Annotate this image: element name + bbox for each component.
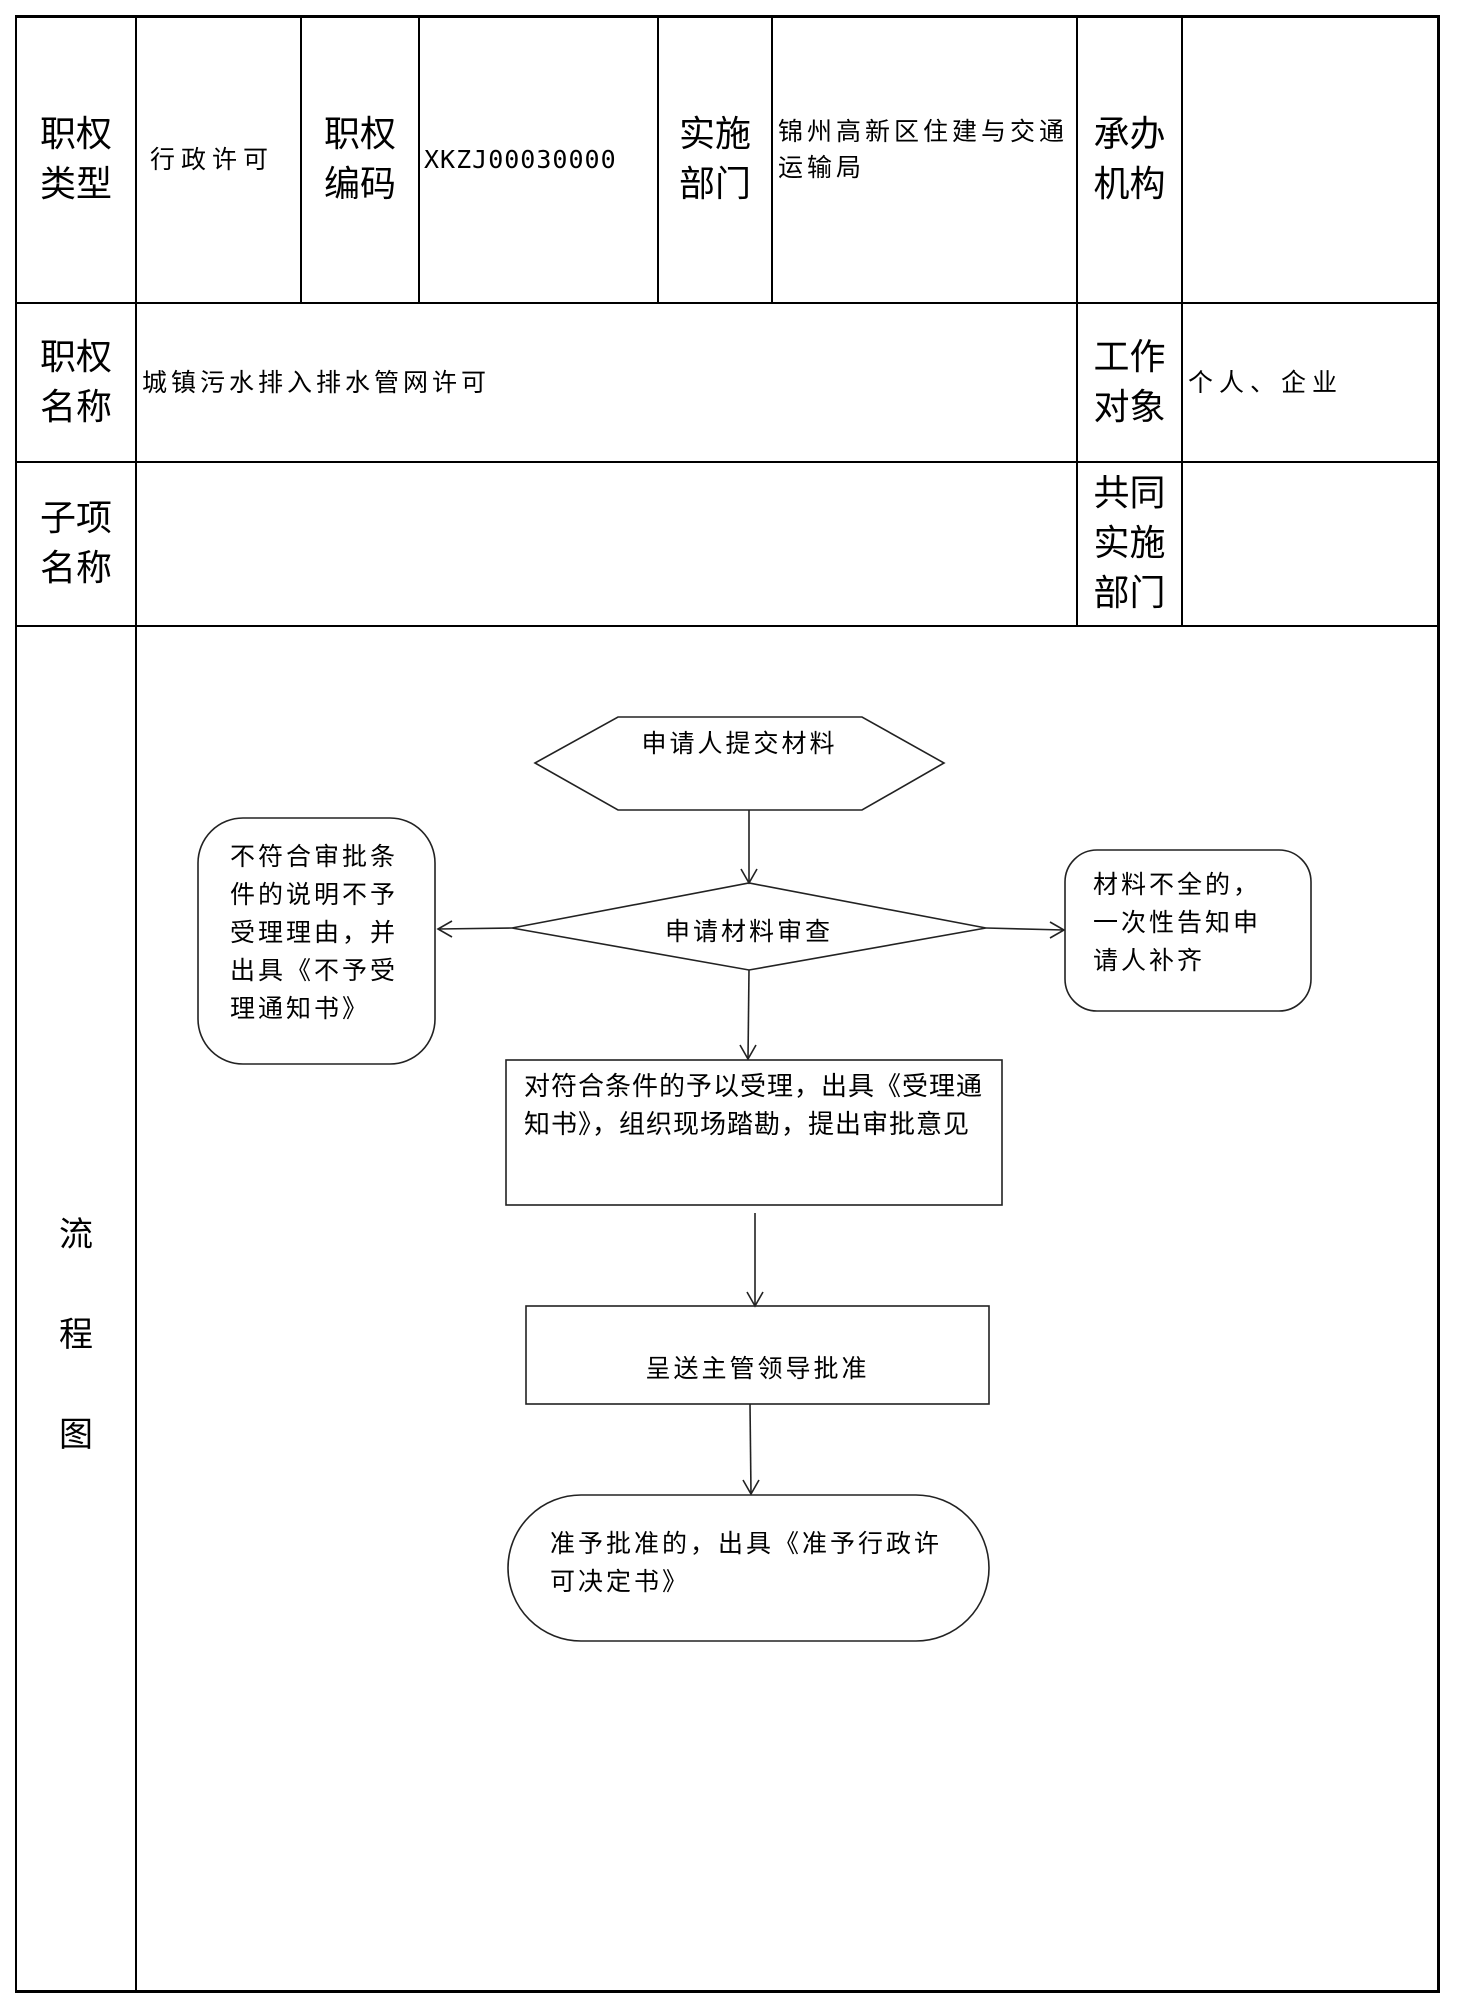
arrow-submit-approve (749, 1403, 752, 1495)
reject-box (197, 817, 436, 1065)
arrows (436, 810, 1066, 1496)
incomplete-text: 材料不全的，一次性告知申请人补齐 (1093, 870, 1262, 975)
table-border-right (1437, 15, 1440, 1993)
flowchart-label-char: 图 (59, 1415, 93, 1455)
arrow-review-reject (437, 927, 513, 930)
table-border-left (15, 15, 17, 1993)
name-value: 城镇污水排入排水管网许可 (142, 367, 491, 397)
code-value: XKZJ00030000 (424, 145, 617, 174)
approve-text: 准予批准的，出具《准予行政许可决定书》 (550, 1529, 943, 1596)
row-divider (15, 461, 1440, 463)
org-label: 承办机构 (1093, 114, 1166, 205)
col-divider (1076, 15, 1078, 627)
arrow-review-accept (747, 969, 750, 1060)
flowchart-label-char: 流 (59, 1215, 93, 1255)
arrowhead (742, 1479, 760, 1496)
col-divider (418, 15, 420, 303)
flowchart-label-char: 程 (59, 1315, 93, 1355)
col-divider (300, 15, 302, 303)
subitem-label: 子项名称 (39, 498, 112, 589)
type-value: 行政许可 (150, 145, 275, 174)
incomplete-box (1064, 849, 1312, 1012)
arrowhead (436, 920, 453, 938)
target-value: 个人、企业 (1188, 367, 1344, 397)
col-divider (657, 15, 659, 303)
flowchart-label: 流 程 图 (17, 1185, 135, 1485)
start-text: 申请人提交材料 (641, 729, 838, 758)
submit-box (525, 1305, 990, 1405)
arrowhead (740, 868, 758, 885)
arrowhead (1049, 921, 1066, 939)
row-divider (15, 302, 1440, 304)
dept-value: 锦州高新区住建与交通运输局 (778, 117, 1069, 182)
row-divider (15, 625, 1440, 627)
accept-text: 对符合条件的予以受理，出具《受理通知书》，组织现场踏勘，提出审批意见 (524, 1072, 984, 1140)
col-divider (1181, 15, 1183, 627)
reject-text: 不符合审批条件的说明不予受理理由，并出具《不予受理通知书》 (230, 842, 399, 1023)
dept-label: 实施部门 (678, 114, 751, 205)
approve-terminal (507, 1494, 990, 1642)
table-border-top (15, 15, 1440, 18)
review-text: 申请材料审查 (664, 917, 833, 946)
start-hexagon (533, 716, 946, 811)
arrow-review-incomplete (985, 927, 1065, 931)
name-label: 职权名称 (39, 336, 112, 428)
col-divider (771, 15, 773, 303)
arrowhead (739, 1044, 757, 1061)
joint-dept-label: 共同实施部门 (1093, 473, 1166, 614)
accept-box (505, 1059, 1003, 1206)
submit-text: 呈送主管领导批准 (645, 1354, 870, 1383)
arrowhead (746, 1291, 764, 1308)
code-label: 职权编码 (323, 114, 396, 205)
target-label: 工作对象 (1093, 336, 1166, 428)
type-label: 职权类型 (39, 114, 112, 205)
table-border-bottom (15, 1990, 1440, 1993)
col-divider (135, 15, 137, 1993)
